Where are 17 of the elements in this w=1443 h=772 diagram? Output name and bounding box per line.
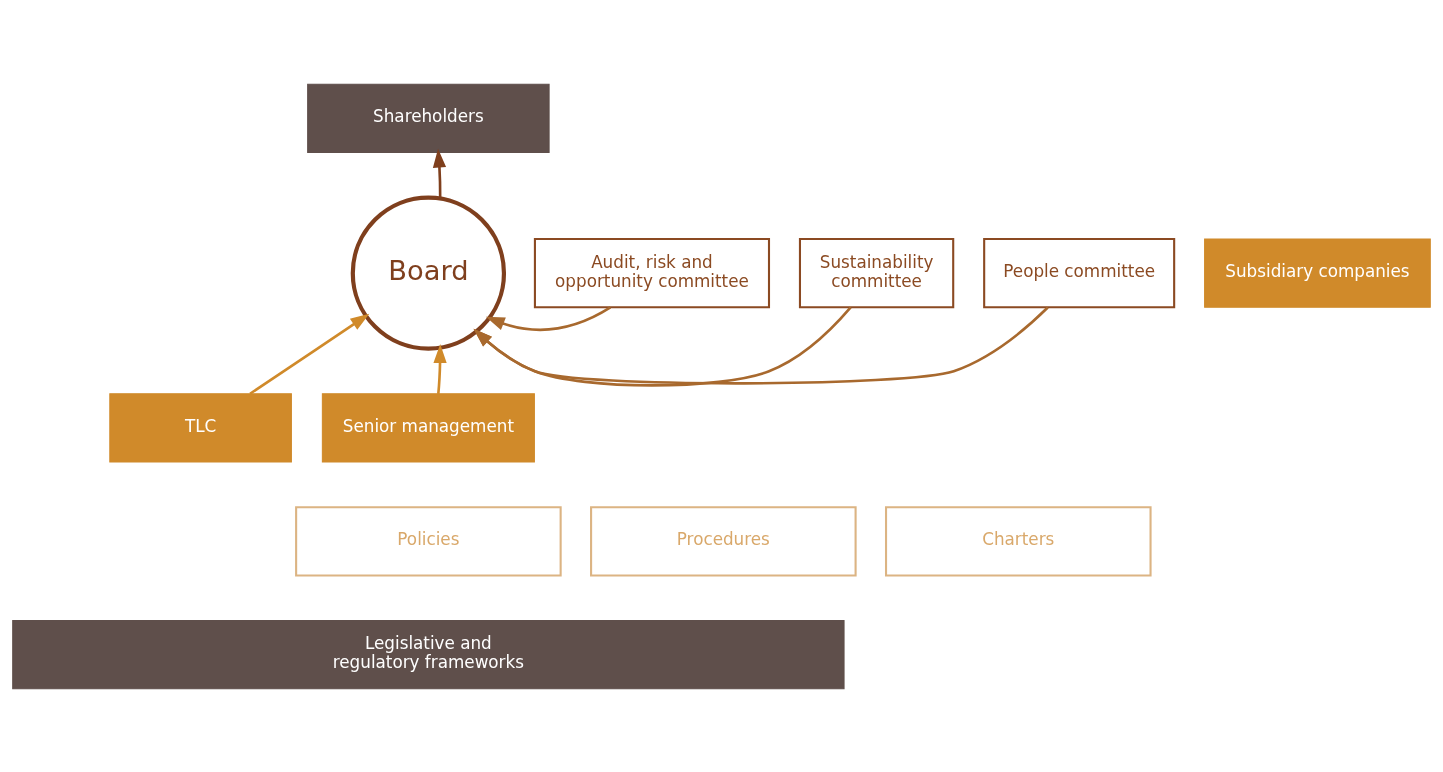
node-box: Subsidiary companies (1204, 238, 1431, 308)
arrow (433, 343, 447, 394)
arrow (473, 306, 852, 387)
node-box: People committee (983, 237, 1176, 308)
arrow (249, 313, 370, 395)
node-box: Shareholders (307, 83, 550, 153)
node-box: Sustainability committee (798, 237, 955, 308)
node-box: TLC (109, 392, 292, 463)
node-box: Legislative and regulatory frameworks (12, 619, 845, 689)
node-box: Procedures (590, 505, 857, 576)
arrow (485, 305, 612, 331)
node-box: Charters (885, 505, 1152, 576)
arrow (432, 148, 447, 198)
arrow (473, 306, 1049, 385)
node-box: Senior management (321, 392, 535, 463)
node-box: Policies (295, 505, 562, 576)
node-box: Audit, risk and opportunity committee (533, 237, 771, 308)
